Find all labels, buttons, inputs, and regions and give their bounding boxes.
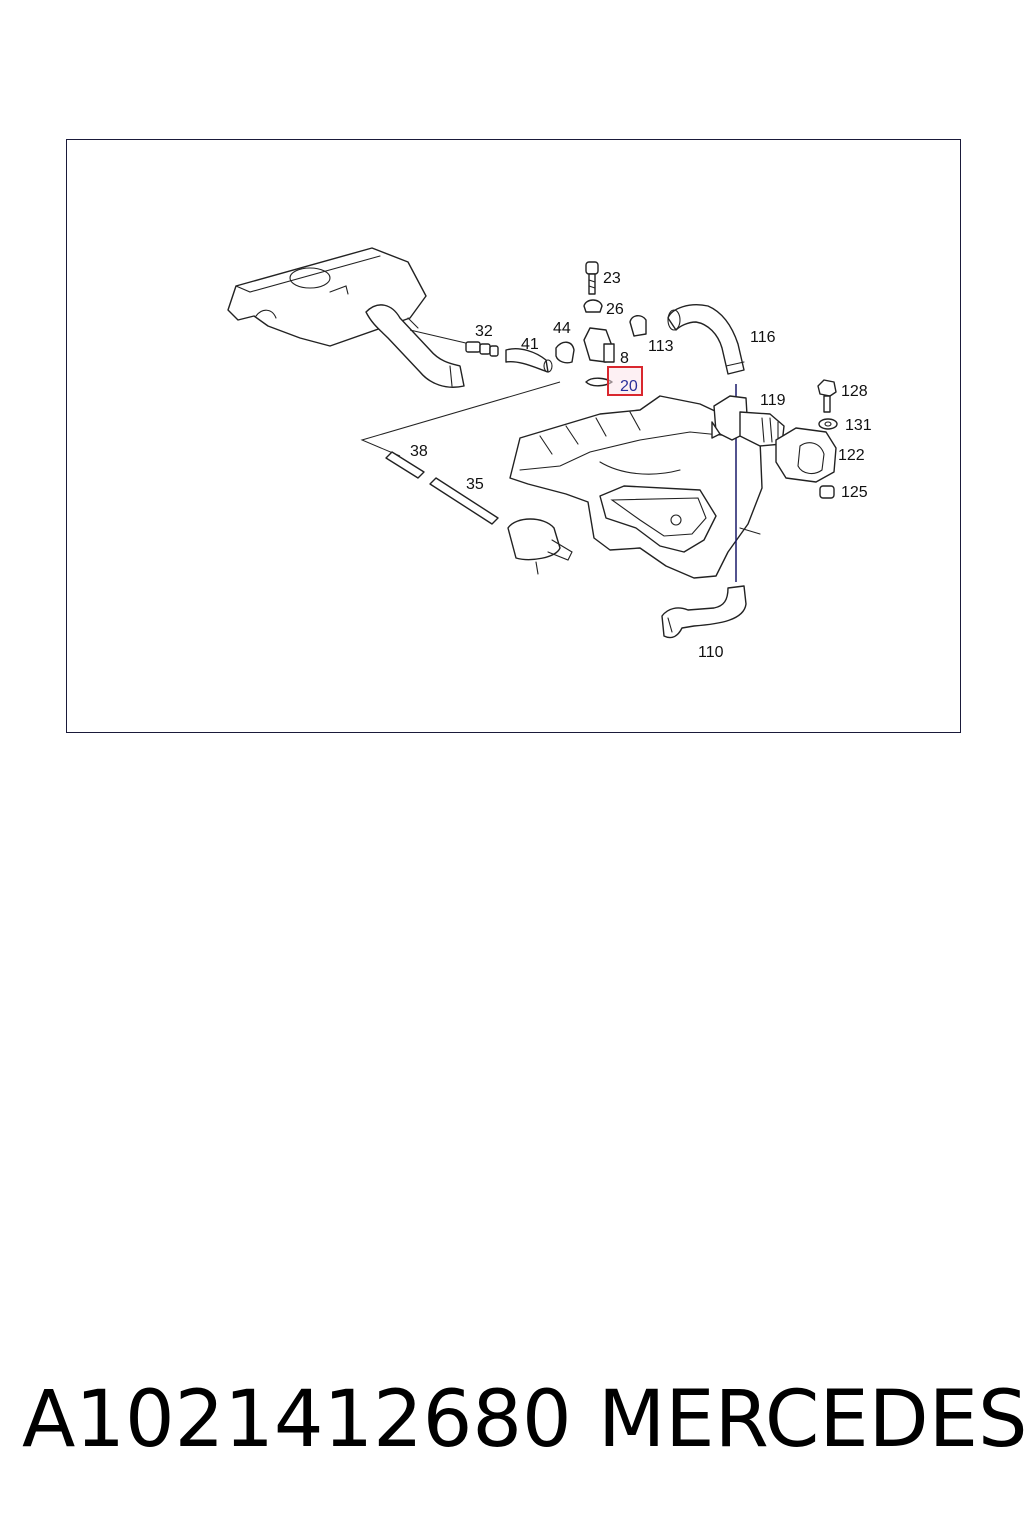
callout-125[interactable]: 125	[841, 484, 868, 501]
callout-110[interactable]: 110	[698, 644, 724, 661]
callout-122[interactable]: 122	[838, 447, 865, 464]
bolt-128	[817, 379, 837, 413]
brand-name: MERCEDES	[598, 1375, 1024, 1465]
hose-110	[661, 585, 747, 639]
callout-116[interactable]: 116	[750, 329, 776, 346]
callout-131[interactable]: 131	[845, 417, 872, 434]
caption: A1021412680 MERCEDES	[0, 1370, 1024, 1470]
bolt-23	[585, 261, 599, 295]
rod-35	[429, 477, 499, 525]
callout-44[interactable]: 44	[553, 320, 571, 337]
hose-41	[505, 348, 553, 373]
callout-113[interactable]: 113	[648, 338, 674, 355]
callout-32[interactable]: 32	[475, 323, 493, 340]
callout-38[interactable]: 38	[410, 443, 428, 460]
part-number: A1021412680	[22, 1375, 572, 1465]
callout-41[interactable]: 41	[521, 336, 539, 353]
clamp-113	[629, 315, 647, 337]
clamp-44	[555, 341, 575, 364]
callout-128[interactable]: 128	[841, 383, 868, 400]
connector-32	[465, 341, 499, 357]
valve-body-8	[583, 327, 615, 363]
callout-35[interactable]: 35	[466, 476, 484, 493]
washer-26	[583, 299, 603, 313]
pipe-38	[385, 451, 425, 479]
callout-23[interactable]: 23	[603, 270, 621, 287]
washer-131	[818, 418, 838, 430]
intake-manifold	[509, 395, 763, 579]
breather-hose	[365, 304, 465, 388]
callout-119[interactable]: 119	[760, 392, 786, 409]
callout-8[interactable]: 8	[620, 350, 629, 367]
vacuum-unit	[507, 518, 573, 575]
hose-116	[667, 304, 745, 375]
housing-122	[775, 427, 837, 483]
valve-119	[711, 395, 785, 447]
callout-26[interactable]: 26	[606, 301, 624, 318]
callout-20[interactable]: 20	[620, 378, 638, 395]
sleeve-125	[819, 485, 835, 499]
highlight-box-20	[607, 366, 643, 396]
